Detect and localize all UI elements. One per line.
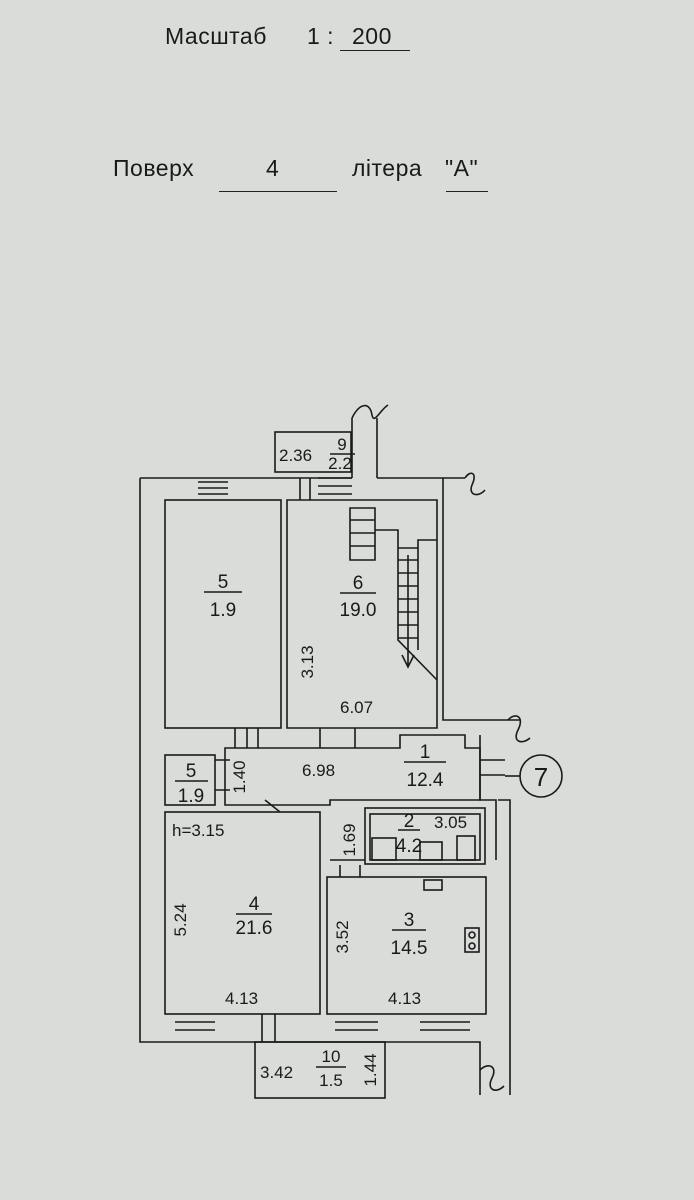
room-4-length: 5.24 — [171, 903, 190, 936]
room-1-area: 12.4 — [407, 770, 444, 791]
room-4 — [164, 811, 321, 1015]
break-line-right-mid — [507, 715, 531, 743]
room-7-number: 6 — [353, 573, 364, 594]
room-9-area: 2.2 — [328, 454, 352, 473]
toilet-fixture — [419, 841, 443, 861]
window-4 — [175, 1021, 215, 1031]
room-2-number: 2 — [404, 811, 415, 832]
room-1 — [224, 734, 481, 806]
room-2-area: 4.2 — [396, 836, 422, 857]
room-6-area: 1.9 — [210, 600, 236, 621]
room-3-length: 3.52 — [333, 920, 352, 953]
room-9-width: 2.36 — [279, 446, 312, 465]
letter-underline — [446, 191, 488, 192]
window-7 — [318, 477, 352, 495]
room-2 — [364, 807, 486, 865]
door-7 — [299, 478, 311, 500]
entrance-marker-label: 7 — [534, 762, 548, 792]
scale-prefix: 1 : — [307, 23, 335, 49]
stove-burner-top — [468, 931, 476, 939]
letter-value: "А" — [445, 155, 479, 181]
height-label: h=3.15 — [172, 821, 224, 840]
stairs-landing — [375, 529, 437, 549]
room-10-number: 10 — [322, 1047, 341, 1066]
stairs-upper — [349, 507, 376, 561]
room-6 — [164, 499, 282, 729]
room-1-width: 1.40 — [230, 760, 249, 793]
room-1-number: 1 — [420, 742, 431, 763]
room-4-area: 21.6 — [236, 918, 273, 939]
shower-fixture — [456, 835, 476, 861]
room-9 — [274, 431, 352, 473]
room-10 — [254, 1041, 386, 1099]
room-6-number: 5 — [218, 572, 229, 593]
room-10-width: 3.42 — [260, 1063, 293, 1082]
room-3-number: 3 — [404, 910, 415, 931]
door-3 — [339, 865, 361, 877]
room-10-length: 1.44 — [361, 1053, 380, 1086]
floor-underline — [219, 191, 337, 192]
vent-fixture — [423, 879, 443, 891]
window-3 — [335, 1021, 470, 1031]
scale-underline — [340, 50, 410, 51]
letter-label: літера — [352, 155, 423, 181]
room-5 — [164, 754, 216, 806]
door-4 — [264, 799, 365, 861]
door-corridor-left — [234, 728, 259, 748]
room-5-number: 5 — [186, 761, 197, 782]
door-5 — [215, 759, 230, 791]
stair-shaft-walls — [351, 418, 378, 478]
room-7-area: 19.0 — [340, 600, 377, 621]
right-wall-lower — [479, 735, 511, 1095]
break-line-right-top — [464, 472, 486, 496]
stove-fixture — [464, 927, 480, 953]
room-5-area: 1.9 — [178, 786, 204, 807]
corridor-width: 1.69 — [340, 823, 359, 856]
room-3-area: 14.5 — [391, 938, 428, 959]
room-4-number: 4 — [249, 894, 260, 915]
room-3 — [326, 876, 487, 1015]
break-line-top — [351, 404, 389, 420]
break-line-bottom — [479, 1065, 505, 1091]
floor-value: 4 — [266, 155, 280, 181]
scale-value: 200 — [352, 23, 392, 49]
room-1-length: 6.98 — [302, 761, 335, 780]
sink-fixture — [371, 837, 397, 861]
door-corridor-mid — [319, 728, 356, 748]
window-6 — [198, 481, 228, 495]
scale-label: Масштаб — [165, 23, 267, 49]
stove-burner-bottom — [468, 942, 476, 950]
room-10-area: 1.5 — [319, 1071, 343, 1090]
room-9-number: 9 — [337, 435, 346, 454]
room-4-width: 4.13 — [225, 989, 258, 1008]
entry-door — [480, 759, 505, 776]
room-3-width: 4.13 — [388, 989, 421, 1008]
room-2-width: 3.05 — [434, 813, 467, 832]
right-wall-upper — [442, 478, 520, 721]
door-10 — [261, 1014, 276, 1042]
floor-label: Поверх — [113, 155, 195, 181]
stairs-arrow — [401, 555, 415, 669]
room-7-width: 6.07 — [340, 698, 373, 717]
room-7 — [286, 499, 438, 729]
room-7-length: 3.13 — [298, 645, 317, 678]
